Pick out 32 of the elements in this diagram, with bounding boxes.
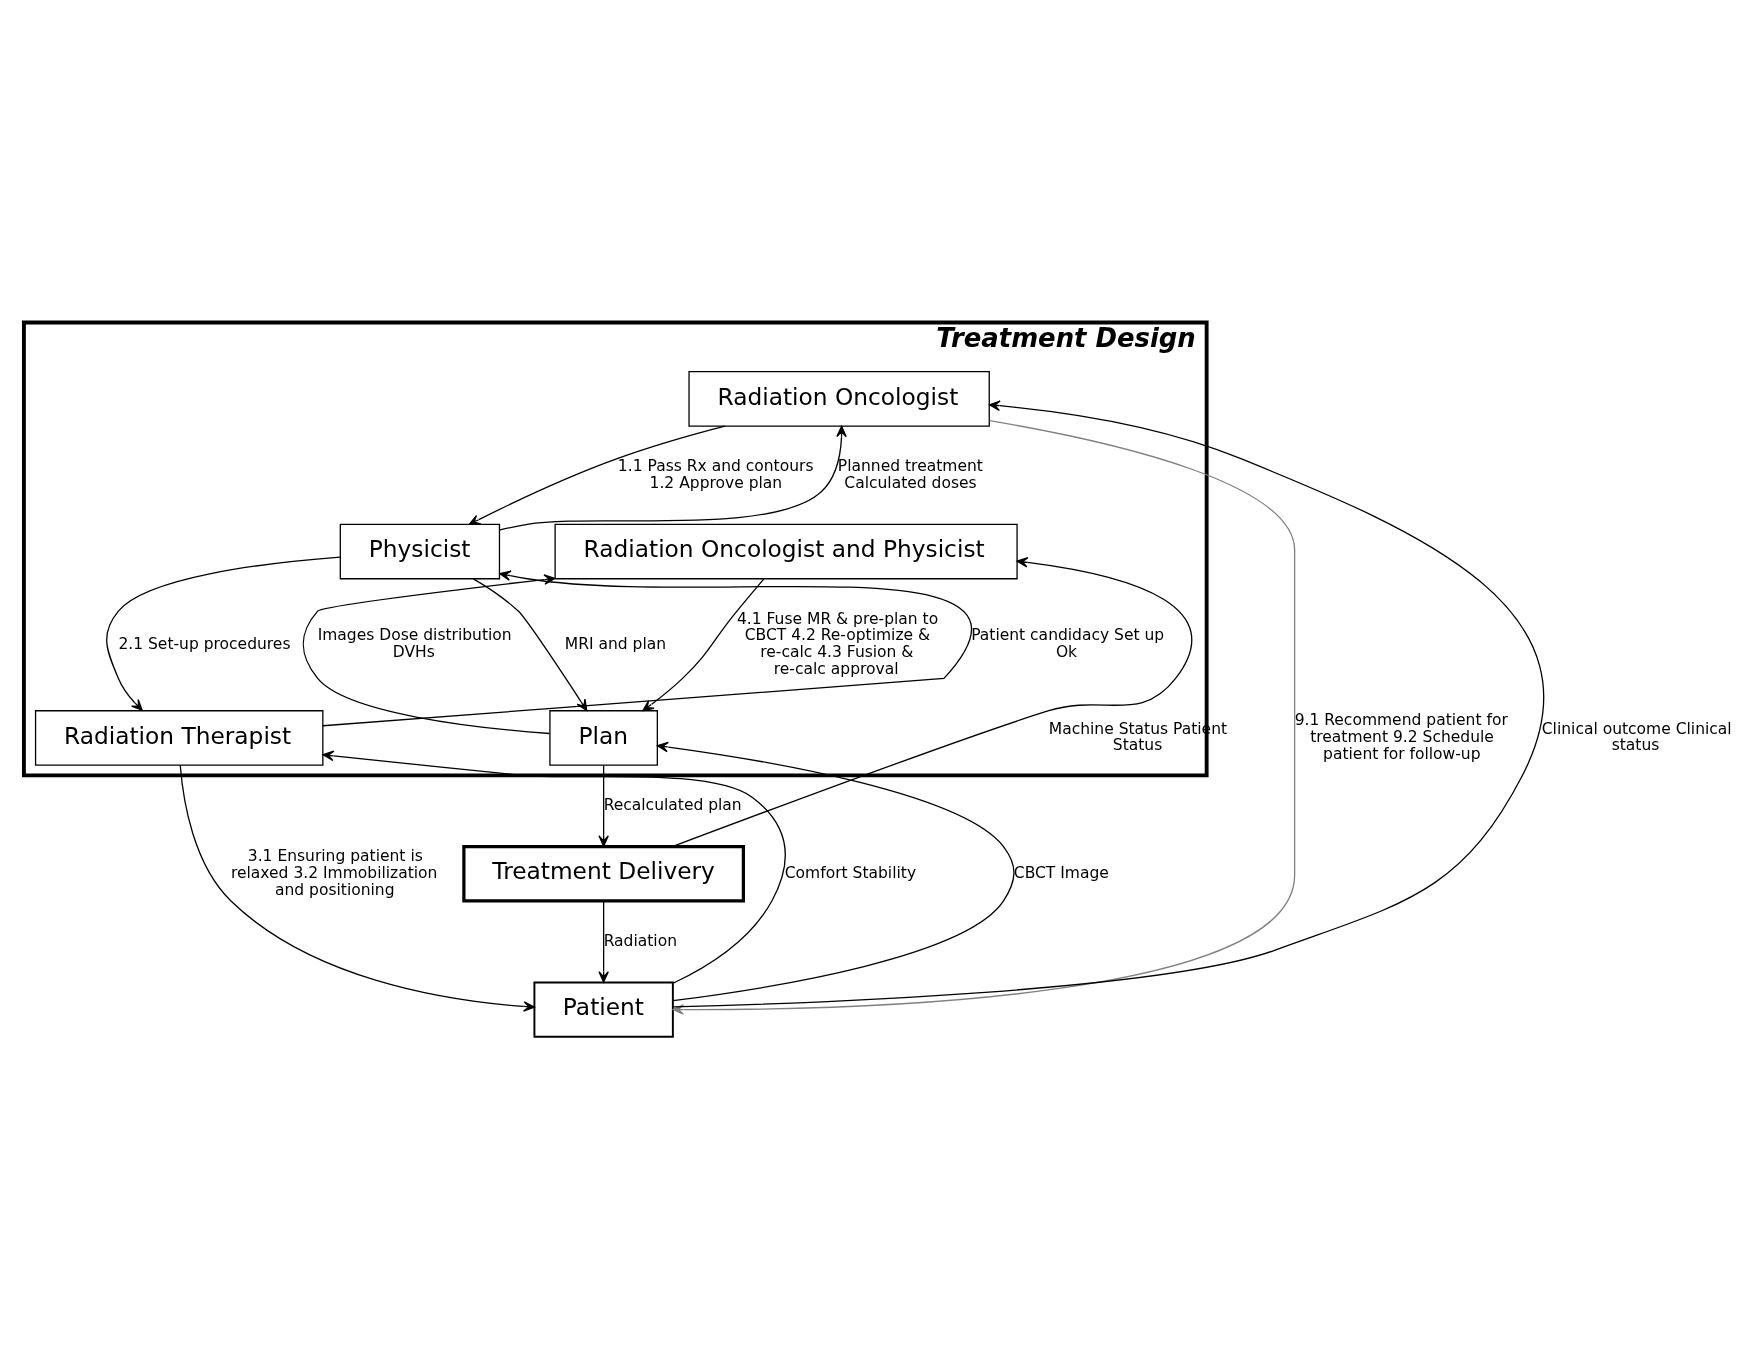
edge-label: 9.1 Recommend patient for treatment 9.2 Schedule patient for follow-up <box>1294 711 1508 763</box>
arrow <box>322 750 787 984</box>
edge-label: 3.1 Ensuring patient is relaxed 3.2 Immobilization and positioning <box>230 846 438 899</box>
edge-label: Clinical outcome Clinical status <box>1541 719 1732 755</box>
edge-label: 1.1 Pass Rx and contours 1.2 Approve plan <box>617 456 814 492</box>
arrow <box>468 425 726 525</box>
edge-label: Planned treatment Calculated doses <box>837 456 983 492</box>
node-box: Plan <box>549 710 658 766</box>
arrow <box>642 578 765 712</box>
node-box: Physicist <box>339 523 501 580</box>
edge-label: CBCT Image <box>1013 863 1109 882</box>
arrow <box>302 574 556 735</box>
node-box: Treatment Delivery <box>462 845 745 903</box>
edge-label: Comfort Stability <box>784 863 917 882</box>
edge-label: Radiation <box>603 931 677 950</box>
edge-label: Recalculated plan <box>603 795 742 814</box>
arrow <box>671 557 1192 848</box>
node-box: Radiation Therapist <box>34 710 324 766</box>
edge-label: MRI and plan <box>564 634 667 653</box>
arrow <box>656 741 1015 1002</box>
arrow <box>598 900 609 983</box>
node-box: Radiation Oncologist and Physicist <box>554 523 1018 580</box>
arrow <box>322 570 972 727</box>
arrow <box>499 425 847 531</box>
edge-label: 4.1 Fuse MR & pre-plan to CBCT 4.2 Re-optimize & re-calc 4.3 Fusion & re-calc approval <box>736 609 939 678</box>
edge-label: Images Dose distribution DVHs <box>317 626 512 662</box>
node-box: Radiation Oncologist <box>688 371 990 427</box>
edge-label: 2.1 Set-up procedures <box>118 634 291 653</box>
node-box: Patient <box>533 981 674 1038</box>
edge-label: Patient candidacy Set up Ok <box>971 626 1165 662</box>
arrow <box>672 400 1545 1008</box>
arrow <box>598 764 609 847</box>
